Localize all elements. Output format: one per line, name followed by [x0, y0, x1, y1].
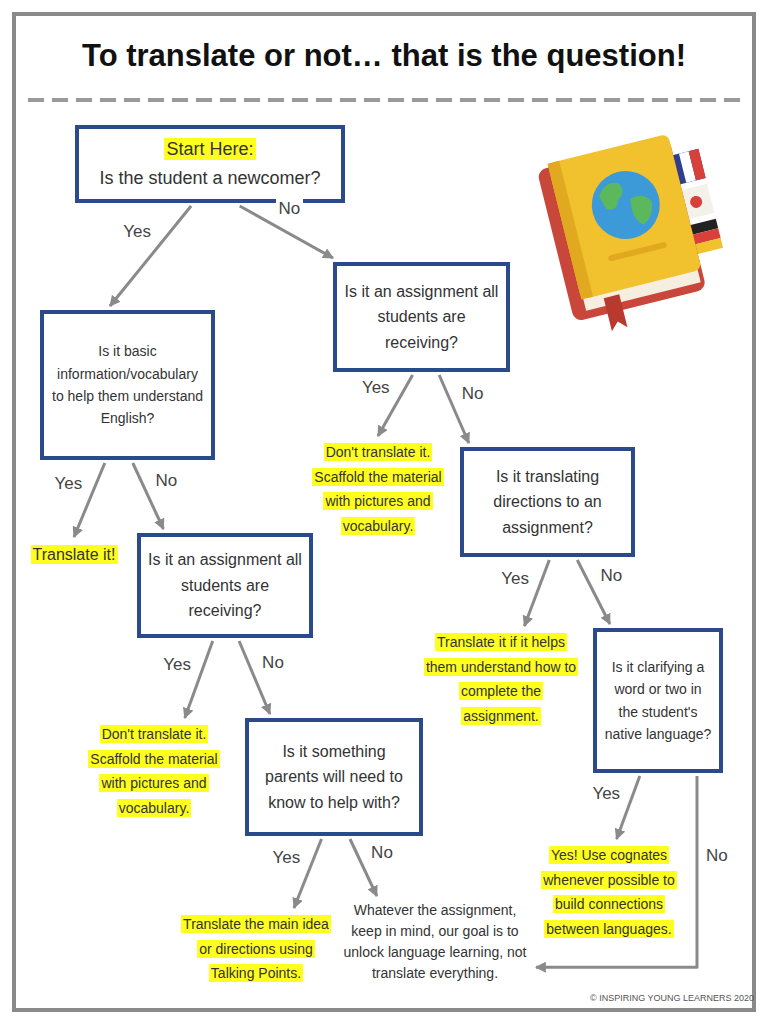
- edge-label: Yes: [359, 378, 393, 398]
- flag-tab: [689, 149, 706, 181]
- text-line: Translate it if it helps them understand…: [423, 630, 579, 728]
- decision-box: Is it an assignment all students are rec…: [333, 262, 510, 372]
- outcome-text: Yes! Use cognates whenever possible to b…: [541, 846, 677, 938]
- edge-label: Yes: [160, 655, 194, 675]
- copyright-note: © INSPIRING YOUNG LEARNERS 2020: [590, 993, 754, 1003]
- globe-land: [629, 193, 657, 226]
- box-text: Is it an assignment all students are rec…: [345, 283, 499, 351]
- text-line: Is it translating directions to an assig…: [471, 464, 624, 541]
- text-line: Is it clarifying a word or two in the st…: [604, 656, 712, 746]
- outcome-text: Don't translate it. Scaffold the materia…: [88, 725, 219, 817]
- highlighted-outcome: Translate it if it helps them understand…: [423, 630, 579, 728]
- text-line: Is it an assignment all students are rec…: [148, 547, 302, 624]
- edge-label: No: [259, 653, 287, 673]
- box-text: Is it basic information/vocabulary to he…: [52, 343, 203, 426]
- outcome-text: Whatever the assignment, keep in mind, o…: [344, 902, 527, 981]
- edge-label: No: [459, 384, 487, 404]
- box-text: Is it translating directions to an assig…: [493, 468, 602, 536]
- edge-label: Yes: [589, 784, 623, 804]
- text-line: Don't translate it. Scaffold the materia…: [300, 440, 456, 538]
- text-line: Is it something parents will need to kno…: [256, 739, 412, 816]
- edge-label: No: [152, 471, 180, 491]
- globe-land: [597, 181, 627, 212]
- globe: [585, 164, 667, 246]
- decision-box: Start Here: Is the student a newcomer?: [75, 125, 345, 203]
- flag-dot: [689, 195, 704, 210]
- note-outcome: Whatever the assignment, keep in mind, o…: [338, 900, 532, 984]
- text-line: Translate it!: [31, 541, 118, 569]
- highlighted-outcome: Don't translate it. Scaffold the materia…: [77, 722, 231, 820]
- outcome-text: Translate it!: [31, 545, 118, 564]
- edge-label: Yes: [51, 474, 85, 494]
- edge-label: No: [703, 846, 731, 866]
- title-bar: To translate or not… that is the questio…: [24, 38, 744, 74]
- cover-line: [608, 241, 668, 261]
- text-line: Whatever the assignment, keep in mind, o…: [338, 900, 532, 984]
- outcome-text: Don't translate it. Scaffold the materia…: [312, 443, 443, 535]
- highlighted-outcome: Yes! Use cognates whenever possible to b…: [533, 843, 685, 941]
- text-line: Translate the main idea or directions us…: [180, 912, 332, 986]
- box-text: Start Here:: [164, 138, 255, 160]
- book-illustration: [536, 127, 736, 339]
- book-cover: [548, 134, 702, 300]
- decision-box: Is it clarifying a word or two in the st…: [593, 628, 723, 773]
- outcome-text: Translate it if it helps them understand…: [424, 633, 578, 725]
- decision-box: Is it basic information/vocabulary to he…: [40, 310, 215, 460]
- flow-arrow: [536, 776, 697, 967]
- bookmark-ribbon: [604, 294, 628, 331]
- page-frame: [14, 14, 754, 1010]
- edge-label: Yes: [269, 848, 303, 868]
- decision-box: Is it something parents will need to kno…: [245, 718, 423, 836]
- highlighted-outcome: Translate the main idea or directions us…: [180, 912, 332, 986]
- text-line: Don't translate it. Scaffold the materia…: [77, 722, 231, 820]
- edge-label: Yes: [498, 569, 532, 589]
- box-text: Is it an assignment all students are rec…: [148, 551, 302, 619]
- highlighted-outcome: Don't translate it. Scaffold the materia…: [300, 440, 456, 538]
- highlighted-outcome: Translate it!: [22, 541, 126, 569]
- title-text: To translate or not… that is the questio…: [82, 38, 686, 74]
- text-line: Yes! Use cognates whenever possible to b…: [533, 843, 685, 941]
- edge-label: No: [598, 566, 626, 586]
- text-line: Is the student a newcomer?: [99, 164, 320, 193]
- edge-label: No: [368, 843, 396, 863]
- box-text: Is it clarifying a word or two in the st…: [605, 659, 712, 742]
- dashed-rule: [28, 98, 742, 102]
- edge-label: No: [276, 199, 304, 219]
- decision-box: Is it translating directions to an assig…: [460, 447, 635, 557]
- box-text: Is the student a newcomer?: [99, 168, 320, 188]
- outcome-text: Translate the main idea or directions us…: [181, 915, 331, 982]
- text-line: Start Here:: [164, 135, 255, 164]
- box-text: Is it something parents will need to kno…: [265, 743, 403, 811]
- flow-arrow: [185, 641, 213, 718]
- text-line: Is it an assignment all students are rec…: [344, 279, 499, 356]
- text-line: Is it basic information/vocabulary to he…: [51, 340, 204, 430]
- flow-arrow: [110, 206, 191, 306]
- edge-label: Yes: [120, 222, 154, 242]
- book-spine: [548, 161, 594, 300]
- decision-box: Is it an assignment all students are rec…: [137, 533, 313, 638]
